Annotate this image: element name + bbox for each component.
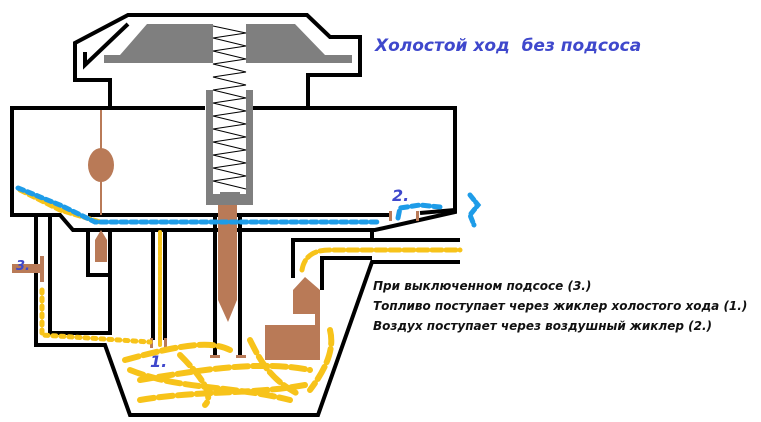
description-line: Топливо поступает через жиклер холостого… (373, 299, 748, 313)
description-line: При выключенном подсосе (3.) (373, 279, 592, 293)
float-needle (95, 230, 107, 262)
choke-lever (12, 264, 42, 273)
throttle-needle (218, 205, 237, 322)
body-outline (10, 13, 460, 417)
label-air-jet: 2. (392, 186, 410, 205)
label-choke: 3. (16, 259, 30, 274)
air-flow (15, 185, 482, 228)
description-line: Воздух поступает через воздушный жиклер … (373, 319, 712, 333)
diagram-title: Холостой ход без подсоса (375, 36, 642, 56)
brown-parts (12, 110, 419, 360)
valve-block (265, 277, 320, 360)
label-idle-jet: 1. (150, 352, 168, 371)
spring (212, 25, 247, 190)
float (88, 148, 114, 182)
